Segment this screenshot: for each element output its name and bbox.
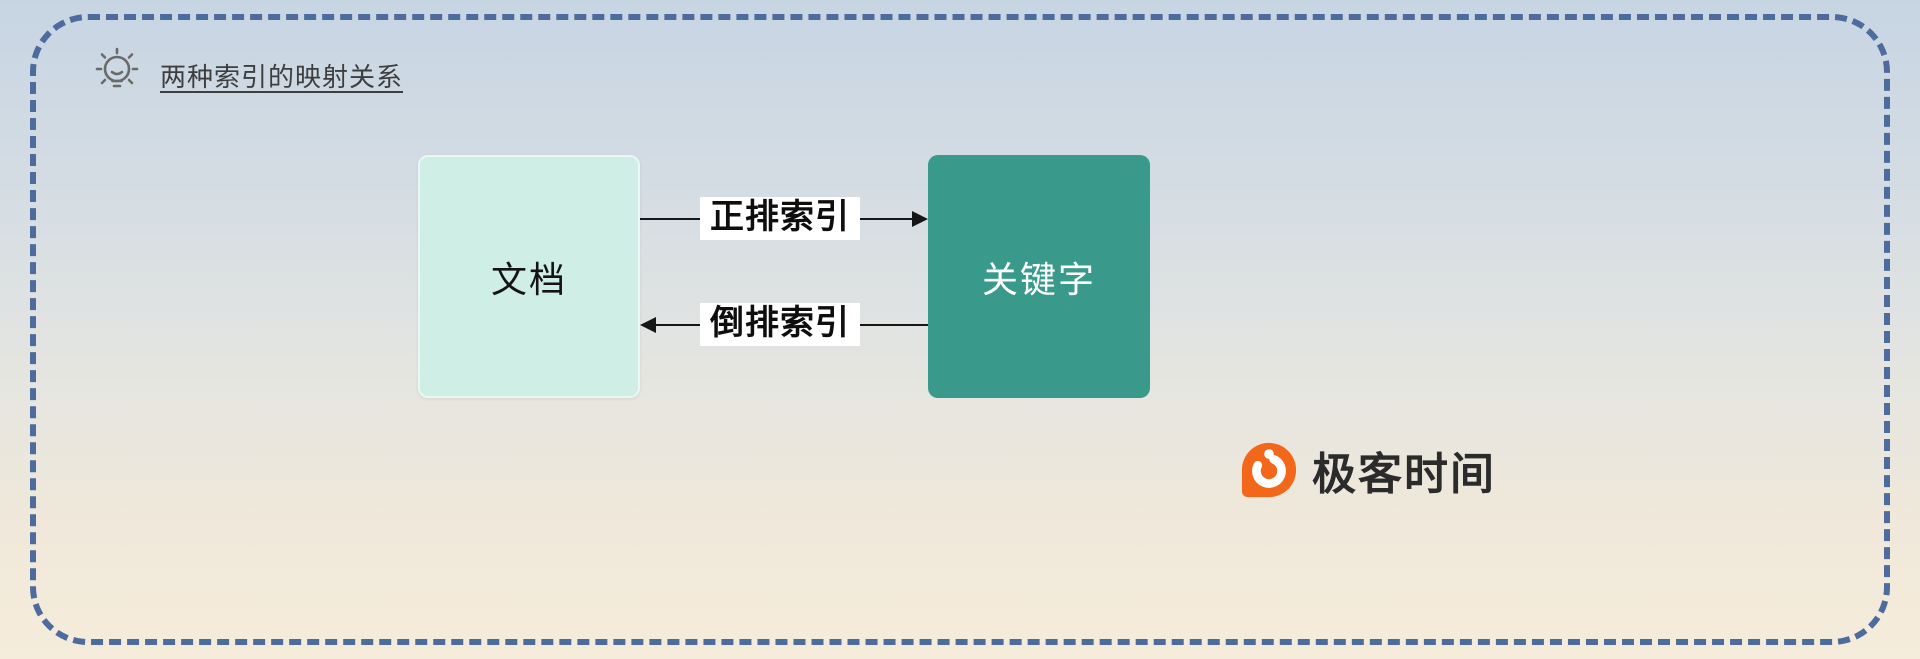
keyword-node: 关键字 [928,155,1150,398]
arrowhead-right-icon [912,211,928,227]
document-node-label: 文档 [490,258,567,300]
geektime-logo: 极客时间 [1240,438,1496,502]
arrowhead-left-icon [640,317,656,333]
document-node: 文档 [418,155,640,398]
inverted-index-label: 倒排索引 [700,303,860,347]
forward-index-label: 正排索引 [700,197,860,241]
keyword-node-label: 关键字 [981,258,1096,300]
geektime-logo-icon [1241,442,1297,498]
geektime-logo-text: 极客时间 [1312,450,1496,499]
lightbulb-icon [95,47,139,88]
diagram-title: 两种索引的映射关系 [160,61,404,92]
diagram-header: 两种索引的映射关系 [90,44,403,100]
